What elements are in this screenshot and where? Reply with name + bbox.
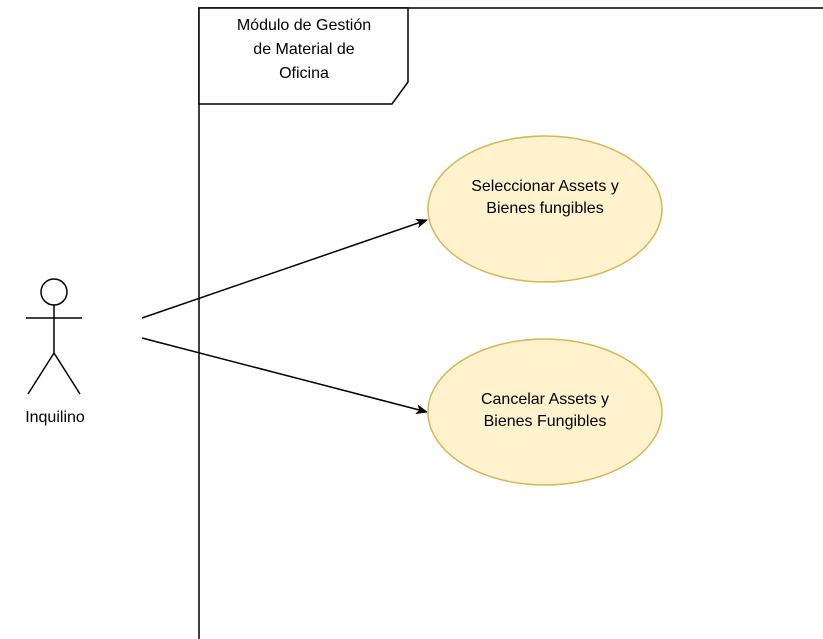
- actor-label: Inquilino: [25, 409, 85, 426]
- association-arrow-cancelar: [141, 337, 428, 415]
- actor-figure: [26, 278, 82, 395]
- usecase-cancelar-label: Cancelar Assets y Bienes Fungibles: [428, 389, 662, 433]
- usecase-seleccionar-ellipse: [427, 135, 663, 283]
- usecase-cancelar-line-2: Bienes Fungibles: [483, 413, 607, 430]
- system-boundary-tab: [198, 7, 409, 105]
- usecase-cancelar-ellipse: [427, 338, 663, 486]
- usecase-seleccionar-line-2: Bienes fungibles: [486, 200, 604, 217]
- usecase-seleccionar-line-1: Seleccionar Assets y: [471, 178, 619, 195]
- actor-head: [40, 278, 68, 306]
- system-boundary-title: Módulo de Gestión de Material de Oficina: [200, 14, 408, 86]
- system-boundary-title-line-1: Módulo de Gestión: [236, 17, 372, 34]
- usecase-cancelar-line-1: Cancelar Assets y: [480, 391, 610, 408]
- system-boundary-title-line-3: Oficina: [279, 65, 329, 82]
- system-boundary-title-line-2: de Material de: [253, 41, 355, 58]
- usecase-seleccionar-label: Seleccionar Assets y Bienes fungibles: [428, 176, 662, 220]
- actor-right-leg: [53, 352, 81, 395]
- system-boundary: [198, 7, 823, 639]
- association-arrow-seleccionar: [141, 218, 428, 319]
- actor-left-leg: [27, 352, 55, 395]
